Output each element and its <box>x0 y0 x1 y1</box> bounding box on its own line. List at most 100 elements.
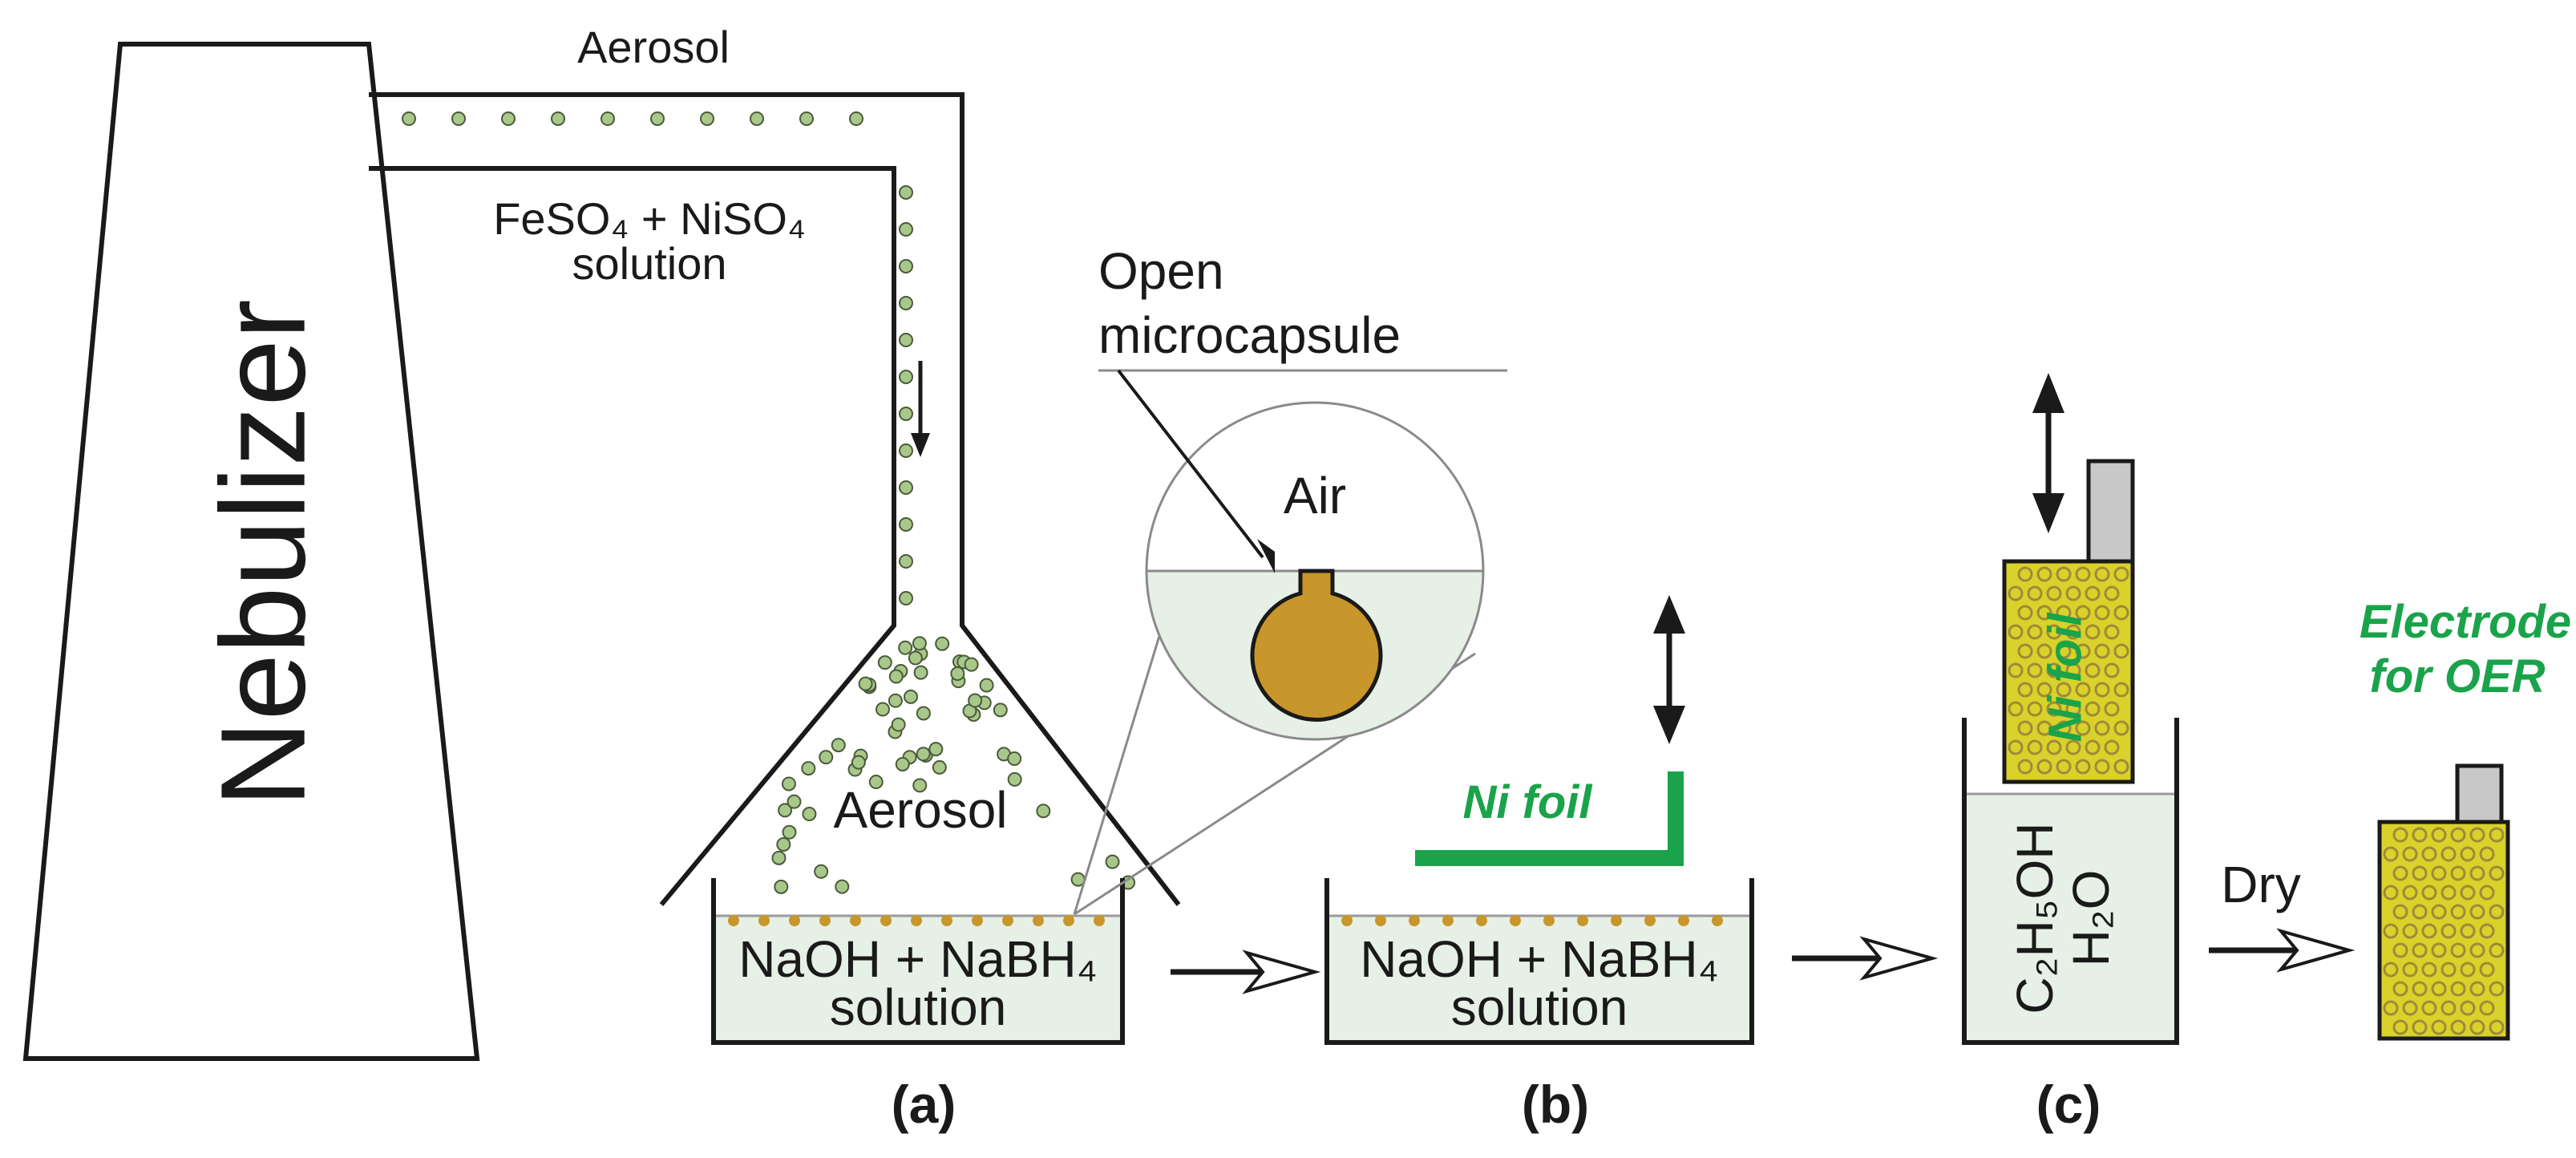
foil-particle <box>2085 739 2101 755</box>
foil-particle <box>2392 981 2408 997</box>
microcapsule <box>789 915 800 926</box>
foil-particle <box>2460 885 2476 901</box>
aerosol-droplet <box>899 407 913 421</box>
foil-particle <box>2479 1000 2495 1016</box>
aerosol-droplet <box>899 222 913 237</box>
aerosol-droplet <box>814 864 829 879</box>
microcapsule <box>1476 915 1487 926</box>
foil-particle <box>2046 662 2062 678</box>
foil-particle <box>2450 904 2466 920</box>
microcapsule <box>1510 915 1521 926</box>
foil-particle <box>2412 904 2428 920</box>
bath-a-liquid <box>714 916 1122 1043</box>
foil-particle <box>2412 1019 2428 1035</box>
foil-particle <box>2046 624 2062 640</box>
aerosol-droplet <box>1105 854 1120 869</box>
foil-particle <box>2469 827 2485 843</box>
open-microcapsule-pointer <box>1117 369 1264 559</box>
aerosol-droplet <box>899 554 913 569</box>
microcapsule <box>1002 915 1013 926</box>
foil-particle <box>2489 865 2505 881</box>
foil-particle <box>2450 981 2466 997</box>
open-microcapsule-line2: microcapsule <box>1098 306 1401 364</box>
foil-particle <box>2094 720 2110 736</box>
electrode-particles <box>2383 827 2505 1035</box>
foil-particle <box>2017 566 2033 582</box>
aerosol-droplet <box>799 111 814 126</box>
foil-particle <box>2489 1019 2505 1035</box>
foil-particle <box>2402 846 2418 862</box>
microcapsule <box>819 915 831 926</box>
aerosol-droplet <box>899 185 913 200</box>
foil-particle <box>2412 827 2428 843</box>
foil-particle <box>2094 605 2110 621</box>
foil-particle <box>2450 942 2466 958</box>
foil-particle <box>2075 605 2091 621</box>
microcapsule <box>1712 915 1723 926</box>
foil-particle <box>2479 962 2495 978</box>
foil-particle <box>2392 942 2408 958</box>
microcapsule <box>1033 915 1044 926</box>
foil-particle <box>2479 846 2495 862</box>
foil-particle <box>2460 846 2476 862</box>
aerosol-droplet <box>831 738 846 753</box>
foil-particle <box>2460 1000 2476 1016</box>
flow-arrow-head <box>911 433 930 457</box>
foil-particle <box>2104 585 2120 601</box>
foil-particle <box>2036 720 2052 736</box>
foil-particle <box>2017 682 2033 698</box>
open-microcapsule-pointer-head <box>1257 539 1275 573</box>
aerosol-droplet <box>1007 771 1022 787</box>
microcapsule <box>1644 915 1656 926</box>
aerosol-droplet <box>771 850 787 865</box>
nebulizer-body <box>22 42 480 1061</box>
microcapsule <box>1409 915 1420 926</box>
foil-particle <box>2104 739 2120 755</box>
aerosol-droplet <box>895 756 910 771</box>
foil-particle <box>2085 662 2101 678</box>
foil-particle <box>2441 846 2457 862</box>
foil-particle <box>2479 923 2495 939</box>
bath-b-line1: NaOH + NaBH₄ <box>1360 930 1719 988</box>
foil-particle <box>2008 739 2024 755</box>
aerosol-droplet <box>932 759 947 775</box>
inset-circle-outline <box>1145 401 1485 741</box>
aerosol-droplet <box>899 443 913 458</box>
foil-particle <box>2056 605 2072 621</box>
microcapsule <box>911 915 922 926</box>
foil-particle <box>2046 701 2062 717</box>
foil-particle <box>2046 585 2062 601</box>
foil-particle <box>2008 585 2024 601</box>
aerosol-droplet <box>899 296 913 310</box>
aerosol-droplet <box>700 111 714 126</box>
ni-foil-b <box>1415 771 1684 866</box>
aerosol-pipe-inner <box>369 166 896 906</box>
microcapsule <box>1375 915 1386 926</box>
foil-particle <box>2113 566 2129 582</box>
aerosol-droplet <box>912 778 928 793</box>
aerosol-droplet <box>979 678 994 693</box>
aerosol-droplet <box>899 591 913 605</box>
foil-particle <box>2065 701 2081 717</box>
foil-particle <box>2421 846 2437 862</box>
aerosol-droplet <box>819 750 834 765</box>
bath-b-liquid <box>1327 916 1752 1043</box>
microcapsule <box>728 915 739 926</box>
foil-particle <box>2392 904 2408 920</box>
aerosol-droplet <box>899 259 913 273</box>
foil-particle <box>2075 682 2091 698</box>
foil-particle <box>2113 643 2129 659</box>
aerosol-droplet <box>899 517 913 532</box>
aerosol-droplet <box>913 665 928 680</box>
foil-particle <box>2008 701 2024 717</box>
double-arrow-b <box>1653 595 1685 744</box>
foil-particle <box>2469 1019 2485 1035</box>
foil-particle <box>2383 846 2399 862</box>
foil-particle <box>2469 942 2485 958</box>
foil-particle <box>2402 1000 2418 1016</box>
foil-particle <box>2036 605 2052 621</box>
ni-foil-b-label: Ni foil <box>1462 776 1593 828</box>
aerosol-droplet <box>993 702 1008 718</box>
aerosol-droplet <box>950 666 965 682</box>
foil-particle <box>2113 759 2129 775</box>
